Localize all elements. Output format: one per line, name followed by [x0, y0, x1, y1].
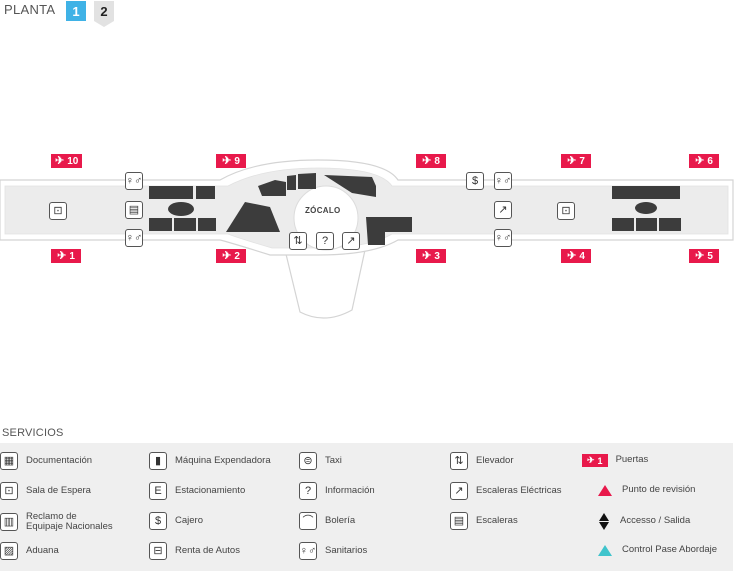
- block: [659, 218, 681, 231]
- waiting-room-icon[interactable]: ⊡: [49, 202, 67, 220]
- gate-3[interactable]: ✈3: [416, 249, 446, 263]
- restroom-icon[interactable]: ♀♂: [494, 229, 512, 247]
- gate-5[interactable]: ✈5: [689, 249, 719, 263]
- plane-icon: ✈: [422, 154, 432, 167]
- block: [612, 218, 634, 231]
- information-icon[interactable]: ?: [316, 232, 334, 250]
- baggage-claim-icon: ▥: [0, 513, 18, 532]
- gate-10[interactable]: ✈10: [51, 154, 83, 168]
- vending-machine-icon: ▮: [149, 452, 167, 470]
- legend-item-access-exit: Accesso / Salida: [596, 513, 690, 530]
- terminal-map: [0, 159, 734, 319]
- gate-9[interactable]: ✈9: [216, 154, 246, 168]
- gate-4[interactable]: ✈4: [561, 249, 591, 263]
- escalator-icon: ↗: [450, 482, 468, 500]
- plane-icon: ✈: [567, 154, 577, 167]
- atm-icon: $: [149, 512, 167, 530]
- services-title: SERVICIOS: [2, 427, 64, 439]
- legend-item-atm: $ Cajero: [149, 512, 203, 530]
- plane-icon: ✈: [57, 249, 67, 262]
- plane-icon: ✈: [55, 154, 65, 167]
- legend-item-documentation: ▦ Documentación: [0, 452, 92, 470]
- block: [612, 186, 680, 199]
- legend-item-vending-machine: ▮ Máquina Expendadora: [149, 452, 271, 470]
- elevator-icon: ⇅: [450, 452, 468, 470]
- floor-1-button[interactable]: 1: [66, 1, 86, 21]
- legend-item-car-rental: ⊟ Renta de Autos: [149, 542, 240, 560]
- access-exit-icon: [599, 513, 609, 530]
- escalator-icon[interactable]: ↗: [494, 201, 512, 219]
- waiting-room-icon: ⊡: [0, 482, 18, 500]
- legend-item-stairs: ▤ Escaleras: [450, 512, 518, 530]
- block: [366, 217, 412, 245]
- legend-item-baggage-claim: ▥ Reclamo de Equipaje Nacionales: [0, 511, 113, 533]
- plane-icon: ✈: [222, 154, 232, 167]
- boarding-pier: [284, 249, 366, 319]
- floor-2-pointer: [94, 21, 114, 27]
- gate-6[interactable]: ✈6: [689, 154, 719, 168]
- floor-2-button[interactable]: 2: [94, 1, 114, 21]
- legend-item-boarding-pass-control: Control Pase Abordaje: [596, 544, 717, 556]
- block: [636, 218, 657, 231]
- legend-item-information: ? Información: [299, 482, 375, 500]
- gate-7[interactable]: ✈7: [561, 154, 591, 168]
- gate-8[interactable]: ✈8: [416, 154, 446, 168]
- car-rental-icon: ⊟: [149, 542, 167, 560]
- stairs-icon[interactable]: ▤: [125, 201, 143, 219]
- legend-item-shoe-shine: ⌒ Bolería: [299, 512, 355, 530]
- information-icon: ?: [299, 482, 317, 500]
- gate-icon: ✈1: [582, 454, 608, 467]
- plane-icon: ✈: [587, 455, 595, 465]
- customs-icon: ▨: [0, 542, 18, 560]
- escalator-icon[interactable]: ↗: [342, 232, 360, 250]
- block: [635, 202, 657, 214]
- services-legend: ▦ Documentación ⊡ Sala de Espera ▥ Recla…: [0, 443, 733, 571]
- block: [298, 173, 316, 189]
- block: [168, 202, 194, 216]
- block: [324, 175, 376, 197]
- shoe-shine-icon: ⌒: [299, 512, 317, 530]
- gate-1[interactable]: ✈1: [51, 249, 81, 263]
- legend-item-escalator: ↗ Escaleras Eléctricas: [450, 482, 562, 500]
- check-in-icon: ▦: [0, 452, 18, 470]
- planta-label: PLANTA: [4, 2, 56, 17]
- legend-item-waiting-room: ⊡ Sala de Espera: [0, 482, 91, 500]
- legend-item-restroom: ♀♂ Sanitarios: [299, 542, 367, 560]
- legend-item-elevator: ⇅ Elevador: [450, 452, 514, 470]
- parking-icon: E: [149, 482, 167, 500]
- restroom-icon: ♀♂: [299, 542, 317, 560]
- legend-item-parking: E Estacionamiento: [149, 482, 245, 500]
- elevator-icon[interactable]: ⇅: [289, 232, 307, 250]
- block: [149, 186, 193, 199]
- stairs-icon: ▤: [450, 512, 468, 530]
- zocalo-label: ZÓCALO: [305, 206, 341, 215]
- checkpoint-icon: [598, 485, 612, 496]
- legend-item-checkpoint: Punto de revisión: [596, 484, 695, 496]
- legend-item-taxi: ⊜ Taxi: [299, 452, 342, 470]
- legend-item-customs: ▨ Aduana: [0, 542, 59, 560]
- taxi-icon: ⊜: [299, 452, 317, 470]
- restroom-icon[interactable]: ♀♂: [494, 172, 512, 190]
- block: [196, 186, 215, 199]
- block: [198, 218, 216, 231]
- plane-icon: ✈: [567, 249, 577, 262]
- block: [226, 202, 280, 232]
- atm-icon[interactable]: $: [466, 172, 484, 190]
- gate-2[interactable]: ✈2: [216, 249, 246, 263]
- legend-item-gates: ✈1 Puertas: [582, 454, 648, 467]
- block: [174, 218, 196, 231]
- waiting-room-icon[interactable]: ⊡: [557, 202, 575, 220]
- plane-icon: ✈: [695, 154, 705, 167]
- block: [258, 180, 286, 196]
- restroom-icon[interactable]: ♀♂: [125, 172, 143, 190]
- block: [149, 218, 172, 231]
- block: [287, 175, 296, 190]
- restroom-icon[interactable]: ♀♂: [125, 229, 143, 247]
- plane-icon: ✈: [222, 249, 232, 262]
- plane-icon: ✈: [422, 249, 432, 262]
- plane-icon: ✈: [695, 249, 705, 262]
- boarding-pass-control-icon: [598, 545, 612, 556]
